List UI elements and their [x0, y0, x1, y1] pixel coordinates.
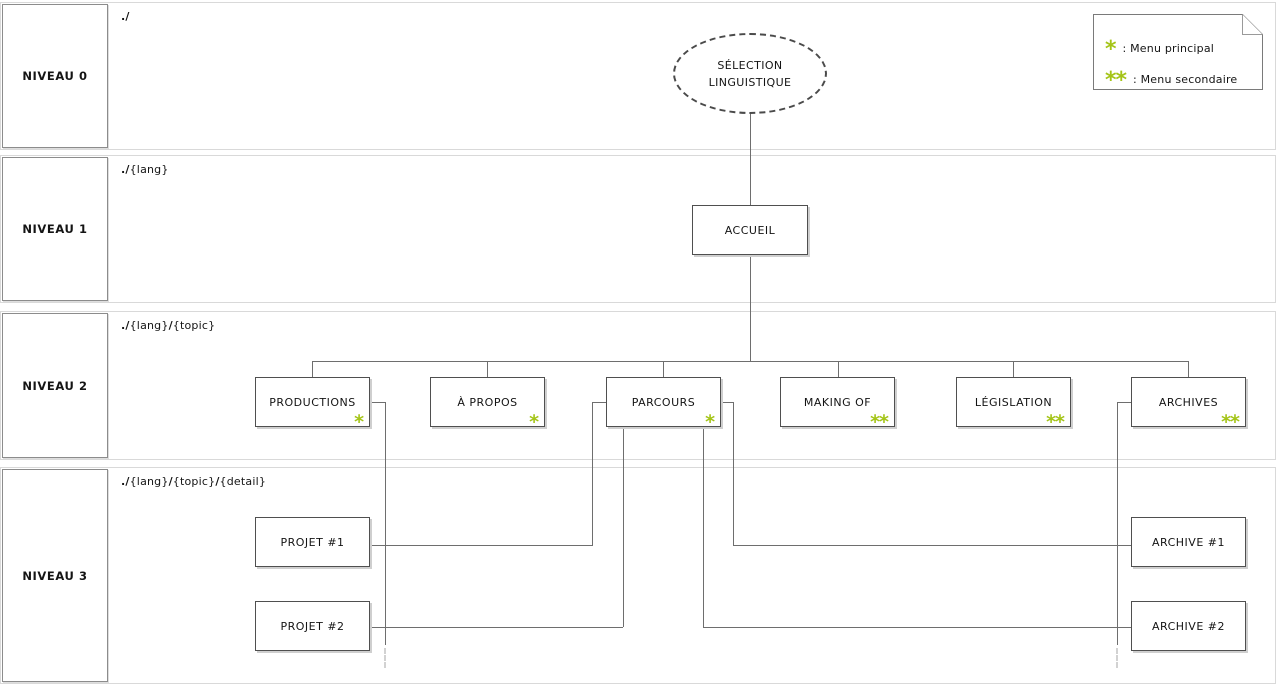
menu-secondaire-stars: **	[1105, 68, 1127, 93]
connector-parcours-to-projet1-v	[592, 402, 593, 545]
level-row-niveau-1: NIVEAU 1 ./{lang}	[0, 155, 1276, 303]
connector-productions-elbow-h	[370, 402, 386, 403]
node-label: ARCHIVE #1	[1151, 535, 1225, 549]
node-label: ARCHIVE #2	[1151, 619, 1225, 633]
path-pattern-niveau-2: ./{lang}/{topic}	[121, 319, 216, 332]
node-a-propos[interactable]: À PROPOS *	[430, 377, 545, 432]
legend-item-menu-principal: * : Menu principal	[1105, 37, 1215, 64]
level-label-text: NIVEAU 2	[22, 378, 88, 393]
level-label-text: NIVEAU 0	[22, 69, 88, 83]
connector-productions-more-dashed	[384, 648, 386, 668]
node-archive-2[interactable]: ARCHIVE #2	[1131, 601, 1246, 651]
connector-parcours-left-elbow-h	[592, 402, 606, 403]
connector-parcours-to-archive2-v	[703, 427, 704, 627]
connector-topics-bus	[312, 361, 1189, 362]
node-label: À PROPOS	[457, 395, 518, 409]
path-pattern-niveau-1: ./{lang}	[121, 163, 169, 176]
node-label: PROJET #2	[280, 619, 345, 633]
menu-principal-star: *	[705, 411, 715, 433]
connector-bus-to-legislation	[1013, 362, 1014, 377]
legend-item-label: : Menu secondaire	[1133, 73, 1238, 86]
connector-accueil-to-bus	[750, 255, 751, 361]
connector-archives-more-dashed	[1116, 648, 1118, 668]
connector-parcours-to-archive1-v	[733, 402, 734, 545]
level-row-niveau-0: NIVEAU 0 ./	[0, 2, 1276, 150]
connector-parcours-to-projet2-v	[623, 427, 624, 627]
legend-item-menu-secondaire: ** : Menu secondaire	[1105, 68, 1238, 95]
level-row-niveau-3: NIVEAU 3 ./{lang}/{topic}/{detail}	[0, 467, 1276, 684]
node-label: ARCHIVES	[1158, 395, 1219, 409]
node-label: PROJET #1	[280, 535, 345, 549]
node-projet-2[interactable]: PROJET #2	[255, 601, 370, 651]
connector-archives-elbow-h	[1117, 402, 1131, 403]
connector-bus-to-parcours	[663, 362, 664, 377]
node-legislation[interactable]: LÉGISLATION **	[956, 377, 1071, 432]
node-label: LÉGISLATION	[974, 395, 1053, 409]
node-archives[interactable]: ARCHIVES **	[1131, 377, 1246, 432]
connector-archive2-branch-h	[703, 627, 1131, 628]
level-label-niveau-0: NIVEAU 0	[2, 4, 108, 148]
connector-parcours-right-elbow-h	[721, 402, 734, 403]
legend-note: * : Menu principal ** : Menu secondaire	[1093, 14, 1263, 92]
connector-projet1-branch-h	[370, 545, 593, 546]
level-label-text: NIVEAU 1	[22, 222, 88, 236]
node-label: SÉLECTION LINGUISTIQUE	[708, 58, 792, 89]
level-label-niveau-3: NIVEAU 3	[2, 469, 108, 682]
menu-secondaire-stars: **	[1046, 411, 1065, 433]
node-selection-linguistique[interactable]: SÉLECTION LINGUISTIQUE	[673, 33, 827, 114]
connector-bus-to-archives	[1188, 362, 1189, 377]
node-parcours[interactable]: PARCOURS *	[606, 377, 721, 432]
connector-archives-children-v	[1117, 402, 1118, 645]
menu-principal-star: *	[1105, 37, 1116, 62]
connector-root-to-accueil	[750, 113, 751, 205]
node-label: ACCUEIL	[724, 223, 776, 237]
node-label: MAKING OF	[803, 395, 872, 409]
connector-productions-children-v	[385, 402, 386, 645]
connector-bus-to-productions	[312, 362, 313, 377]
connector-archive1-branch-h	[733, 545, 1131, 546]
connector-bus-to-makingof	[838, 362, 839, 377]
connector-bus-to-apropos	[487, 362, 488, 377]
node-projet-1[interactable]: PROJET #1	[255, 517, 370, 567]
menu-secondaire-stars: **	[870, 411, 889, 433]
connector-projet2-branch-h	[370, 627, 623, 628]
level-label-niveau-1: NIVEAU 1	[2, 157, 108, 301]
node-label: PARCOURS	[631, 395, 696, 409]
menu-secondaire-stars: **	[1221, 411, 1240, 433]
legend-note-shape	[1093, 14, 1263, 90]
legend-item-label: : Menu principal	[1122, 42, 1215, 55]
node-label: PRODUCTIONS	[269, 395, 356, 409]
menu-principal-star: *	[354, 411, 364, 433]
level-label-niveau-2: NIVEAU 2	[2, 313, 108, 458]
node-accueil[interactable]: ACCUEIL	[692, 205, 808, 255]
path-pattern-niveau-3: ./{lang}/{topic}/{detail}	[121, 475, 267, 488]
path-pattern-niveau-0: ./	[121, 10, 130, 23]
level-label-text: NIVEAU 3	[22, 568, 88, 583]
node-making-of[interactable]: MAKING OF **	[780, 377, 895, 432]
node-productions[interactable]: PRODUCTIONS *	[255, 377, 370, 432]
node-archive-1[interactable]: ARCHIVE #1	[1131, 517, 1246, 567]
menu-principal-star: *	[529, 411, 539, 433]
